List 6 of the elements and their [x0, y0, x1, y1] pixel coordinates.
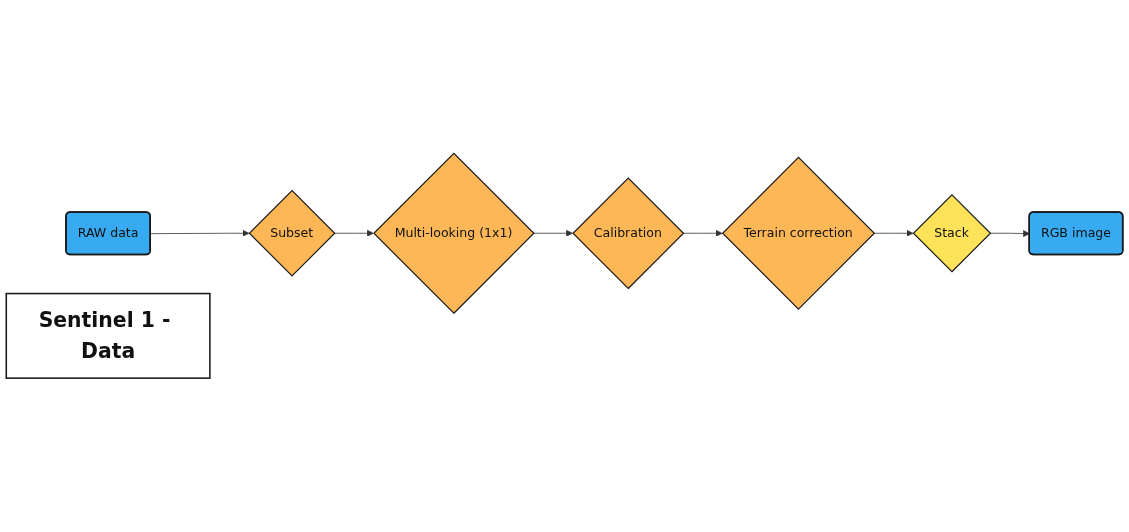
node-diamond: Stack [912, 194, 992, 273]
node-diamond: Calibration [572, 177, 685, 290]
node-box: Sentinel 1 - Data [5, 293, 211, 380]
node-diamond: Terrain correction [721, 156, 876, 311]
node-diamond: Multi-looking (1x1) [373, 152, 535, 315]
node-diamond: Subset [248, 190, 336, 278]
